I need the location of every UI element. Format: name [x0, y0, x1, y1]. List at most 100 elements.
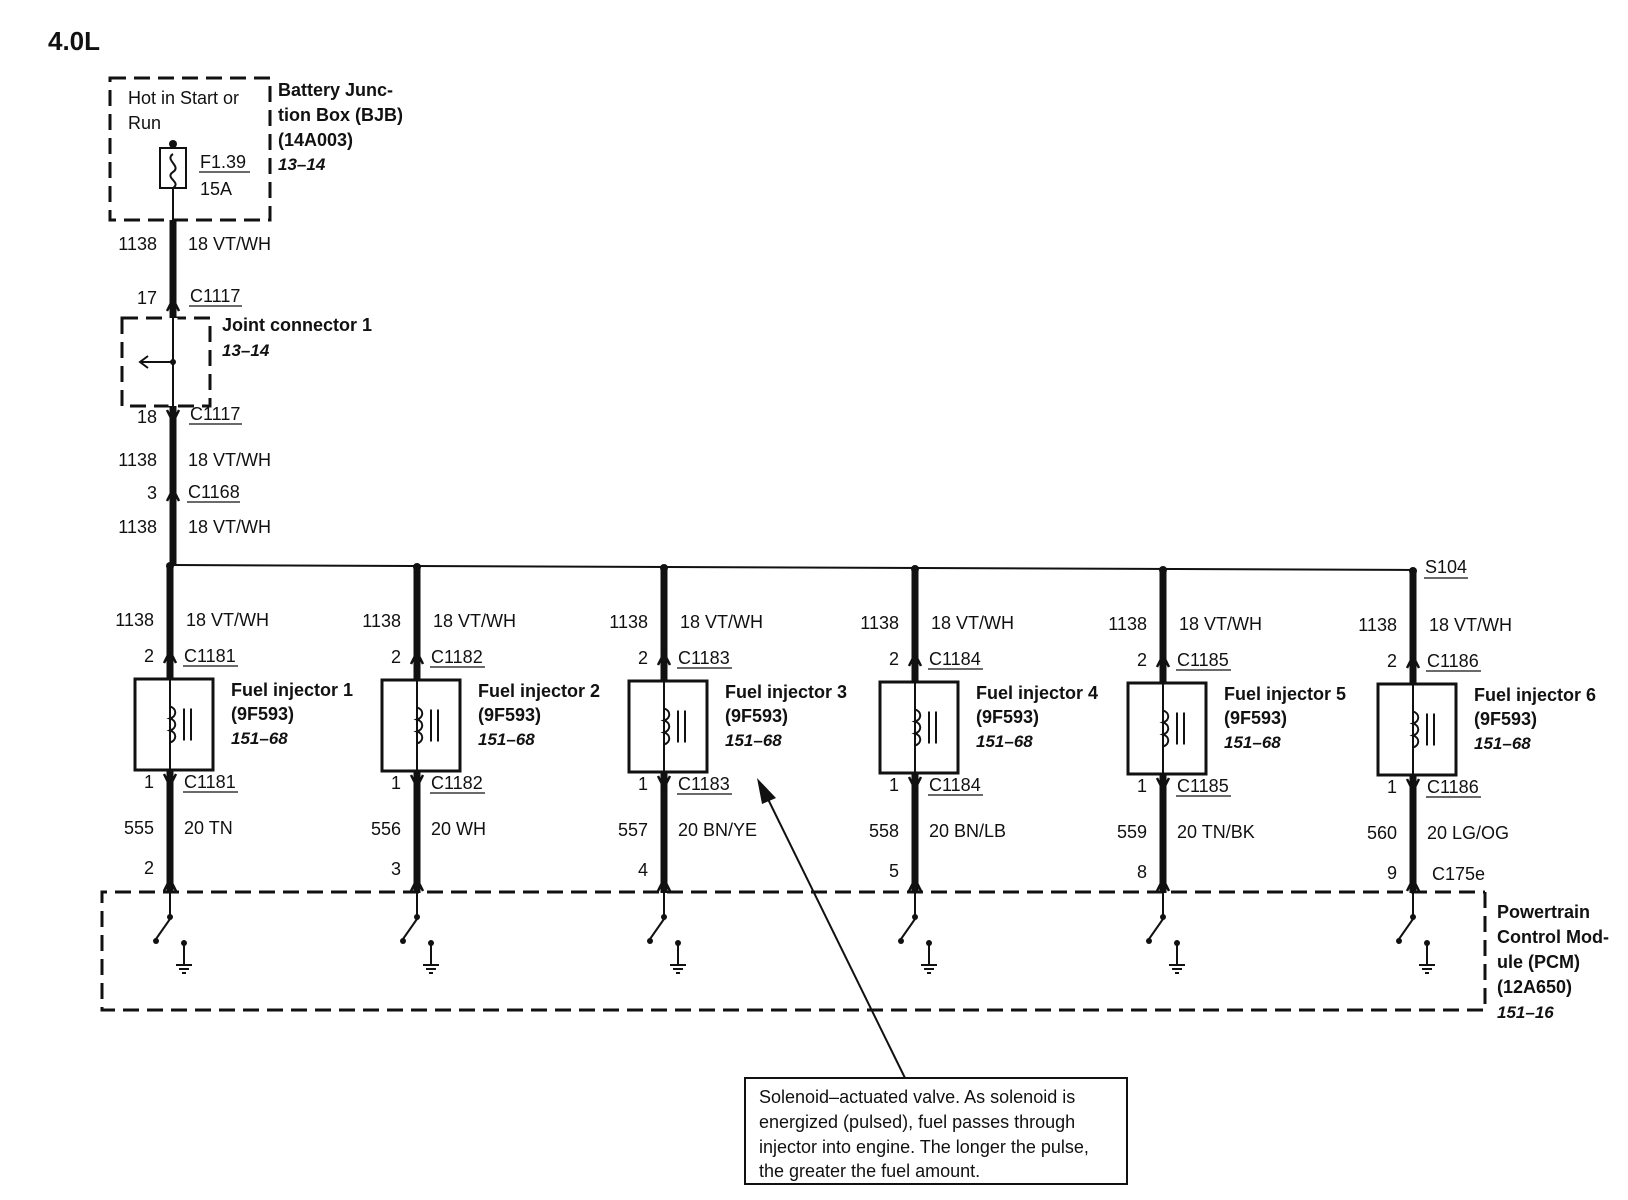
- output-wire-color: 20 TN: [184, 818, 233, 838]
- joint-connector-box: [120, 316, 212, 408]
- feed-circuit: 1138: [1108, 614, 1147, 634]
- injector-bottom-pin: 1: [638, 774, 648, 794]
- callout-arrow-icon: [757, 778, 776, 804]
- injector-top-pin: 2: [391, 647, 401, 667]
- injector-name: Fuel injector 6: [1474, 685, 1596, 705]
- splice-bus: [172, 564, 1416, 571]
- injector-bottom-pin: 1: [144, 772, 154, 792]
- injector-name: Fuel injector 5: [1224, 684, 1346, 704]
- joint-connector-ref: 13–14: [222, 341, 270, 360]
- injector-top-connector: C1182: [431, 647, 483, 667]
- bjb-name-line1: Battery Junc-: [278, 80, 393, 100]
- solenoid-coil-icon: [1159, 709, 1170, 748]
- injector-bottom-pin: 1: [1137, 776, 1147, 796]
- pcm-connector: C175e: [1432, 864, 1485, 884]
- pcm-driver-switch-icon: [1395, 892, 1436, 974]
- injector-top-connector: C1185: [1177, 650, 1229, 670]
- feed-wire-color: 18 VT/WH: [433, 611, 516, 631]
- injector-bottom-connector: C1185: [1177, 776, 1229, 796]
- engine-title: 4.0L: [48, 26, 100, 56]
- injector-bottom-connector: C1182: [431, 773, 483, 793]
- injector-part: (9F593): [1224, 708, 1287, 728]
- output-wire-color: 20 WH: [431, 819, 486, 839]
- injector-name: Fuel injector 2: [478, 681, 600, 701]
- injector-part: (9F593): [976, 707, 1039, 727]
- pcm-ref: 151–16: [1497, 1003, 1554, 1022]
- injector-top-pin: 2: [1387, 651, 1397, 671]
- pcm-pin: 4: [638, 860, 648, 880]
- injector-ref: 151–68: [1224, 733, 1281, 752]
- joint-connector-name: Joint connector 1: [222, 315, 372, 335]
- trunk-wire-2: 18 VT/WH: [188, 450, 271, 470]
- callout-box: [744, 1077, 1128, 1185]
- solenoid-coil-icon: [1409, 710, 1420, 749]
- injector-top-connector: C1186: [1427, 651, 1479, 671]
- injector-body: [878, 680, 960, 775]
- battery-junction-box: [108, 76, 272, 222]
- injector-top-pin: 2: [889, 649, 899, 669]
- c1168-pin: 3: [147, 483, 157, 503]
- fuse-id: F1.39: [200, 152, 246, 172]
- trunk-circuit-1: 1138: [118, 234, 157, 254]
- injector-bottom-pin: 1: [1387, 777, 1397, 797]
- injector-top-connector: C1184: [929, 649, 981, 669]
- feed-wire-color: 18 VT/WH: [1179, 614, 1262, 634]
- injector-top-pin: 2: [144, 646, 154, 666]
- output-wire-color: 20 LG/OG: [1427, 823, 1509, 843]
- joint-top-pin: 17: [137, 288, 157, 308]
- feed-circuit: 1138: [1358, 615, 1397, 635]
- splice-label: S104: [1425, 557, 1467, 577]
- feed-circuit: 1138: [609, 612, 648, 632]
- callout-leader: [764, 792, 906, 1079]
- solenoid-coil-icon: [166, 705, 177, 744]
- injector-top-pin: 2: [638, 648, 648, 668]
- note-line2: energized (pulsed), fuel passes through: [759, 1112, 1075, 1132]
- output-wire-color: 20 BN/LB: [929, 821, 1006, 841]
- pcm-box: [100, 890, 1487, 1012]
- injector-bottom-connector: C1183: [678, 774, 730, 794]
- joint-top-connector: C1117: [190, 286, 240, 306]
- injector-top-pin: 2: [1137, 650, 1147, 670]
- pcm-pin: 2: [144, 858, 154, 878]
- bjb-hot-line1: Hot in Start or: [128, 88, 239, 108]
- c1168-connector: C1168: [188, 482, 240, 502]
- output-circuit: 560: [1367, 823, 1397, 843]
- feed-circuit: 1138: [362, 611, 401, 631]
- injector-bottom-pin: 1: [391, 773, 401, 793]
- pcm-name-line3: ule (PCM): [1497, 952, 1580, 972]
- pcm-pin: 5: [889, 861, 899, 881]
- injector-body: [627, 679, 709, 774]
- output-wire-color: 20 TN/BK: [1177, 822, 1255, 842]
- injector-part: (9F593): [725, 706, 788, 726]
- injector-body: [1376, 682, 1458, 777]
- feed-wire-color: 18 VT/WH: [931, 613, 1014, 633]
- output-circuit: 557: [618, 820, 648, 840]
- output-circuit: 555: [124, 818, 154, 838]
- pcm-name-line2: Control Mod-: [1497, 927, 1609, 947]
- bjb-hot-line2: Run: [128, 113, 161, 133]
- injector-ref: 151–68: [1474, 734, 1531, 753]
- bjb-name-line2: tion Box (BJB): [278, 105, 403, 125]
- injector-ref: 151–68: [976, 732, 1033, 751]
- fuse-rating: 15A: [200, 179, 232, 199]
- output-wire-color: 20 BN/YE: [678, 820, 757, 840]
- pcm-part: (12A650): [1497, 977, 1572, 997]
- feed-wire-color: 18 VT/WH: [1429, 615, 1512, 635]
- output-circuit: 558: [869, 821, 899, 841]
- injector-ref: 151–68: [478, 730, 535, 749]
- injector-name: Fuel injector 1: [231, 680, 353, 700]
- bjb-ref: 13–14: [278, 155, 326, 174]
- note-line1: Solenoid–actuated valve. As solenoid is: [759, 1087, 1075, 1107]
- pcm-pin: 8: [1137, 862, 1147, 882]
- pcm-driver-switch-icon: [1145, 892, 1186, 974]
- pcm-pin: 9: [1387, 863, 1397, 883]
- injector-bottom-connector: C1186: [1427, 777, 1479, 797]
- trunk-wire-1: 18 VT/WH: [188, 234, 271, 254]
- injector-ref: 151–68: [725, 731, 782, 750]
- feed-circuit: 1138: [115, 610, 154, 630]
- pcm-driver-switch-icon: [399, 892, 440, 974]
